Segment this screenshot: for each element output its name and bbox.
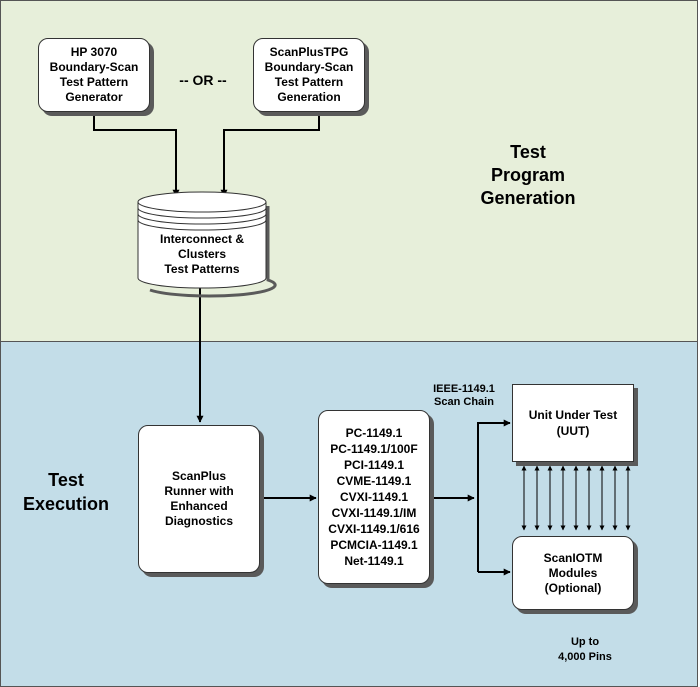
tpg-line-1: ScanPlusTPG — [269, 45, 349, 59]
interface-item: Net-1149.1 — [344, 554, 404, 568]
interface-item: PC-1149.1/100F — [330, 442, 418, 456]
pin-count-label: Up to 4,000 Pins — [558, 636, 612, 663]
scanio-modules-box: ScanIOTM Modules (Optional) — [512, 536, 634, 610]
scanplus-runner-box: ScanPlus Runner with Enhanced Diagnostic… — [138, 425, 260, 573]
interface-controllers-box: PC-1149.1 PC-1149.1/100F PCI-1149.1 CVME… — [318, 410, 430, 584]
unit-under-test-box: Unit Under Test (UUT) — [512, 384, 634, 462]
test-program-generation-label: Test Program Generation — [480, 142, 576, 208]
interface-item: PCMCIA-1149.1 — [330, 538, 418, 552]
test-execution-label: Test Execution — [22, 470, 110, 514]
scan-chain-label: IEEE-1149.1 Scan Chain — [433, 383, 495, 408]
interface-item: PC-1149.1 — [345, 426, 403, 440]
interface-item: CVXI-1149.1 — [339, 490, 409, 504]
scanplus-tpg-box: ScanPlusTPG Boundary-Scan Test Pattern G… — [253, 38, 365, 112]
interface-item: CVXI-1149.1/616 — [328, 522, 420, 536]
or-label: -- OR -- — [179, 72, 227, 88]
hp-line-2: Boundary-Scan — [49, 60, 139, 74]
hp3070-generator-box: HP 3070 Boundary-Scan Test Pattern Gener… — [38, 38, 150, 112]
tpg-line-3: Test Pattern — [274, 75, 344, 89]
interface-item: PCI-1149.1 — [343, 458, 405, 472]
patterns-database-label: Interconnect & Clusters Test Patterns — [159, 232, 244, 276]
interface-item: CVME-1149.1 — [336, 474, 412, 488]
interface-item: CVXI-1149.1/IM — [331, 506, 417, 520]
tpg-line-4: Generation — [277, 90, 341, 104]
tpg-line-2: Boundary-Scan — [264, 60, 354, 74]
hp-line-4: Generator — [65, 90, 123, 104]
hp-line-1: HP 3070 — [70, 45, 118, 59]
hp-line-3: Test Pattern — [59, 75, 129, 89]
